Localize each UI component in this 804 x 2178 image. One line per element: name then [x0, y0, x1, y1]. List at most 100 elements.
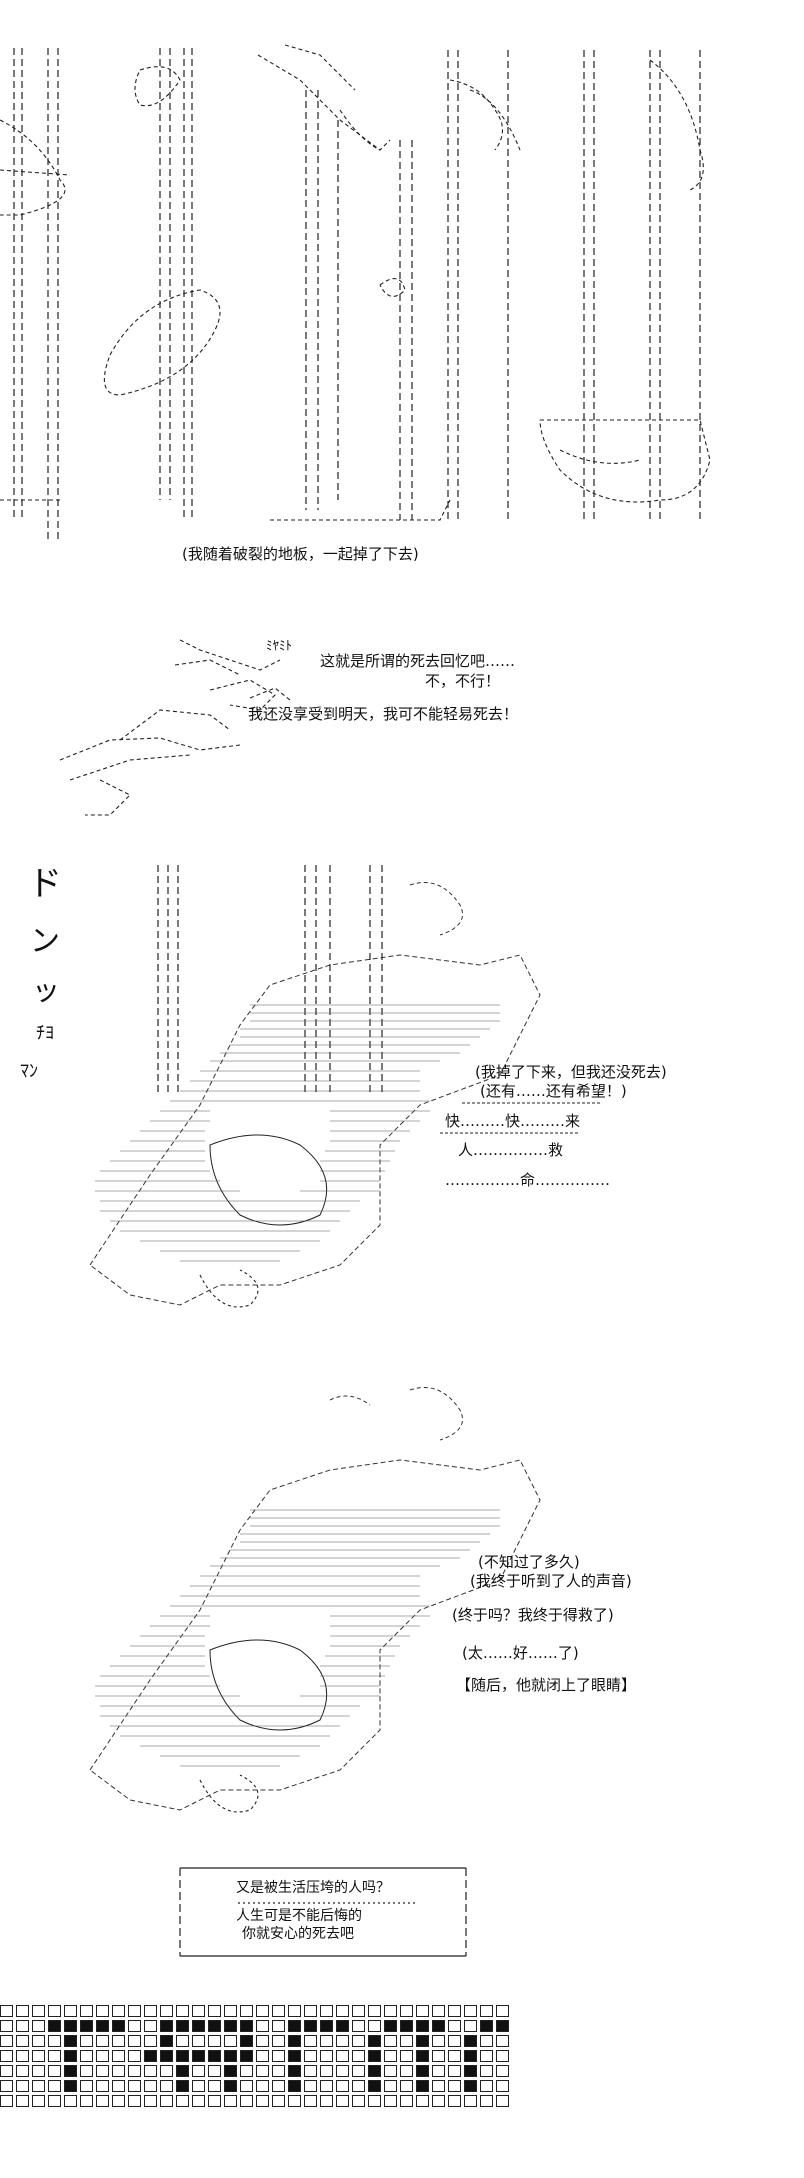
grid-row: [0, 2050, 760, 2065]
grid-cell-empty: [32, 2020, 45, 2032]
grid-cell-empty: [400, 2080, 413, 2092]
grid-cell-empty: [48, 2035, 61, 2047]
grid-cell-empty: [160, 2095, 173, 2107]
grid-cell-empty: [336, 2035, 349, 2047]
grid-cell-filled: [240, 2020, 253, 2032]
grid-cell-empty: [0, 2005, 13, 2017]
panel-fallen: ド ン ッ ﾁﾖ ﾏﾝ (我掉了下来，但我还没死去) (还有……还有希望！) 快…: [0, 845, 804, 1355]
grid-cell-empty: [16, 2065, 29, 2077]
grid-cell-filled: [48, 2020, 61, 2032]
grid-cell-filled: [224, 2020, 237, 2032]
grid-cell-empty: [320, 2095, 333, 2107]
grid-cell-empty: [304, 2080, 317, 2092]
grid-cell-filled: [64, 2050, 77, 2062]
grid-cell-empty: [352, 2020, 365, 2032]
grid-cell-empty: [256, 2005, 269, 2017]
grid-cell-empty: [112, 2095, 125, 2107]
grid-cell-empty: [176, 2035, 189, 2047]
grid-cell-empty: [432, 2050, 445, 2062]
grid-cell-empty: [192, 2065, 205, 2077]
grid-cell-empty: [320, 2050, 333, 2062]
grid-cell-empty: [32, 2035, 45, 2047]
panel-falling: (我随着破裂的地板，一起掉了下去): [0, 0, 804, 570]
grid-cell-empty: [96, 2095, 109, 2107]
grid-cell-empty: [0, 2080, 13, 2092]
grid-cell-empty: [16, 2080, 29, 2092]
grid-cell-empty: [128, 2020, 141, 2032]
grid-cell-empty: [224, 2095, 237, 2107]
grid-cell-filled: [240, 2035, 253, 2047]
grid-cell-empty: [448, 2065, 461, 2077]
grid-cell-empty: [208, 2080, 221, 2092]
grid-cell-empty: [272, 2080, 285, 2092]
grid-cell-filled: [176, 2065, 189, 2077]
grid-cell-empty: [80, 2080, 93, 2092]
grid-cell-empty: [256, 2065, 269, 2077]
grid-cell-empty: [352, 2065, 365, 2077]
grid-cell-filled: [368, 2050, 381, 2062]
grid-cell-filled: [288, 2065, 301, 2077]
grid-cell-filled: [368, 2035, 381, 2047]
grid-cell-empty: [128, 2065, 141, 2077]
grid-cell-filled: [64, 2035, 77, 2047]
grid-cell-empty: [64, 2095, 77, 2107]
grid-cell-filled: [384, 2020, 397, 2032]
grid-cell-empty: [240, 2065, 253, 2077]
grid-cell-empty: [368, 2005, 381, 2017]
grid-cell-empty: [32, 2005, 45, 2017]
grid-cell-filled: [176, 2050, 189, 2062]
grid-cell-empty: [288, 2095, 301, 2107]
grid-cell-empty: [496, 2050, 509, 2062]
grid-cell-empty: [384, 2005, 397, 2017]
grid-cell-empty: [128, 2080, 141, 2092]
grid-cell-empty: [256, 2020, 269, 2032]
narration-line-crushed: 又是被生活压垮的人吗？: [236, 1880, 390, 1896]
grid-cell-empty: [416, 2005, 429, 2017]
grid-cell-empty: [448, 2080, 461, 2092]
grid-cell-empty: [96, 2080, 109, 2092]
grid-cell-empty: [160, 2005, 173, 2017]
grid-cell-empty: [256, 2095, 269, 2107]
grid-cell-filled: [112, 2020, 125, 2032]
grid-cell-filled: [464, 2035, 477, 2047]
grid-cell-empty: [208, 2005, 221, 2017]
grid-cell-filled: [288, 2050, 301, 2062]
grid-cell-filled: [64, 2080, 77, 2092]
grid-cell-filled: [464, 2065, 477, 2077]
grid-cell-empty: [432, 2065, 445, 2077]
grid-cell-empty: [144, 2095, 157, 2107]
grid-cell-empty: [448, 2035, 461, 2047]
grid-cell-filled: [160, 2050, 173, 2062]
grid-cell-empty: [384, 2050, 397, 2062]
grid-cell-empty: [16, 2095, 29, 2107]
cry-life: ……………命……………: [445, 1171, 611, 1189]
narration-box-frame: [179, 1867, 467, 1957]
grid-cell-empty: [0, 2020, 13, 2032]
grid-cell-filled: [336, 2020, 349, 2032]
grid-cell-empty: [16, 2035, 29, 2047]
grid-cell-empty: [48, 2005, 61, 2017]
grid-cell-empty: [304, 2005, 317, 2017]
grid-cell-empty: [192, 2005, 205, 2017]
grid-cell-filled: [464, 2050, 477, 2062]
grid-cell-empty: [432, 2080, 445, 2092]
grid-cell-empty: [80, 2035, 93, 2047]
grid-cell-filled: [432, 2020, 445, 2032]
grid-cell-empty: [176, 2095, 189, 2107]
grid-cell-filled: [80, 2020, 93, 2032]
thought-fell: (我掉了下来，但我还没死去): [475, 1063, 667, 1081]
grid-cell-empty: [0, 2095, 13, 2107]
grid-cell-empty: [144, 2020, 157, 2032]
grid-cell-empty: [144, 2005, 157, 2017]
grid-cell-empty: [48, 2080, 61, 2092]
grid-cell-empty: [464, 2005, 477, 2017]
grid-cell-empty: [432, 2005, 445, 2017]
grid-cell-filled: [224, 2050, 237, 2062]
grid-cell-filled: [176, 2080, 189, 2092]
grid-cell-empty: [144, 2080, 157, 2092]
grid-cell-empty: [272, 2005, 285, 2017]
grid-cell-empty: [320, 2005, 333, 2017]
grid-cell-filled: [96, 2020, 109, 2032]
grid-cell-empty: [480, 2095, 493, 2107]
grid-cell-empty: [16, 2020, 29, 2032]
